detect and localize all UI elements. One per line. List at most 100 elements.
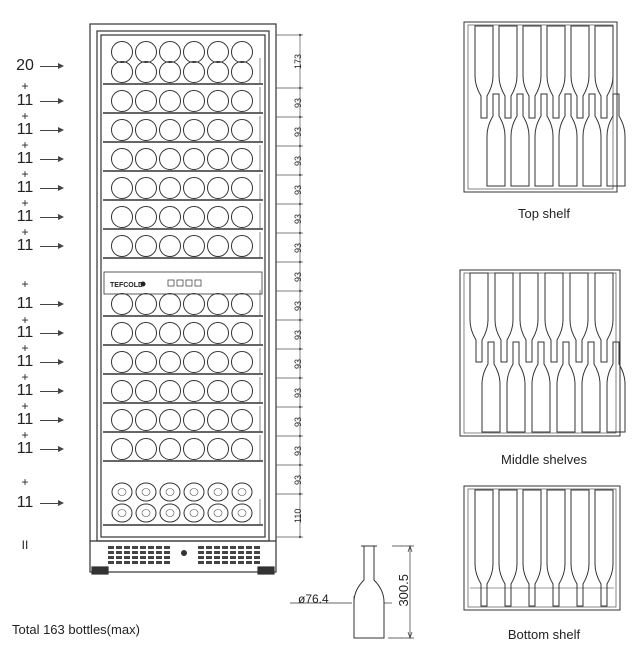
arrow-icon — [40, 156, 64, 162]
shelf-row — [103, 232, 263, 259]
bottle-base — [231, 380, 253, 402]
middle-shelves-caption: Middle shelves — [501, 452, 587, 467]
bottle-base — [159, 409, 181, 431]
bottle-base — [111, 61, 133, 83]
bottle-base — [231, 177, 253, 199]
dimension-value: 93 — [293, 329, 303, 340]
plus-sign: + — [21, 196, 29, 210]
capacity-count: II — [21, 538, 29, 552]
shelf-row — [103, 174, 263, 201]
shelf-row — [103, 290, 263, 317]
bottle-base — [159, 148, 181, 170]
plus-sign: + — [21, 370, 29, 384]
arrow-icon — [40, 127, 64, 133]
bottle-side-view — [594, 272, 614, 363]
bottle-base — [135, 380, 157, 402]
bottle-side-view — [531, 341, 551, 433]
plus-sign: + — [21, 277, 29, 291]
bottle-base — [183, 206, 205, 228]
control-panel: TEFCOLD — [103, 271, 263, 295]
bottle-side-view — [594, 25, 614, 119]
bottle-side-view — [582, 93, 602, 187]
bottle-base — [159, 235, 181, 257]
shelf-row — [103, 319, 263, 346]
bottle-base — [207, 235, 229, 257]
bottle-side-view — [594, 489, 614, 607]
bottle-side-view — [581, 341, 601, 433]
bottle-base — [183, 438, 205, 460]
dimension-value: 93 — [293, 155, 303, 166]
bottle-side-view — [544, 272, 564, 363]
vent-grille — [108, 546, 260, 564]
bottle-base — [135, 482, 157, 502]
bottle-side-view — [494, 272, 514, 363]
bottle-side-view — [498, 489, 518, 607]
dimension-value: 93 — [293, 97, 303, 108]
bottle-base — [111, 293, 133, 315]
bottle-base — [231, 41, 253, 63]
bottle-side-view — [534, 93, 554, 187]
arrow-icon — [40, 500, 64, 506]
bottle-base — [183, 322, 205, 344]
arrow-icon — [40, 417, 64, 423]
arrow-icon — [40, 446, 64, 452]
shelf-row — [103, 406, 263, 433]
bottle-base — [135, 61, 157, 83]
bottle-base — [135, 41, 157, 63]
dimension-value: 93 — [293, 300, 303, 311]
bottle-base — [183, 41, 205, 63]
bottle-base — [207, 351, 229, 373]
bottle-base — [159, 438, 181, 460]
bottle-punt — [165, 509, 175, 517]
bottle-side-view — [558, 93, 578, 187]
capacity-count: 11 — [16, 382, 34, 399]
bottle-base — [207, 61, 229, 83]
top-shelf-diagram — [463, 21, 626, 193]
bottle-base — [135, 206, 157, 228]
bottle-punt — [165, 488, 175, 496]
bottle-base — [135, 293, 157, 315]
bottle-side-view — [510, 93, 530, 187]
dimension-value: 93 — [293, 387, 303, 398]
bottle-punt — [189, 509, 199, 517]
bottle-base — [159, 322, 181, 344]
bottle-base — [159, 482, 181, 502]
bottle-base — [231, 235, 253, 257]
bottle-base — [207, 293, 229, 315]
arrow-icon — [40, 98, 64, 104]
bottle-base — [183, 177, 205, 199]
dimension-value: 110 — [293, 508, 303, 523]
bottle-base — [135, 119, 157, 141]
bottle-base — [111, 90, 133, 112]
bottle-base — [183, 482, 205, 502]
arrow-icon — [40, 214, 64, 220]
bottle-base — [135, 148, 157, 170]
lock-icon — [181, 550, 187, 556]
bottle-base — [159, 380, 181, 402]
bottle-punt — [237, 509, 247, 517]
plus-sign: + — [21, 167, 29, 181]
cabinet — [89, 23, 277, 575]
dimension-lines — [276, 33, 303, 539]
bottle-base — [111, 119, 133, 141]
bottle-base — [135, 351, 157, 373]
bottom-shelf-caption: Bottom shelf — [507, 627, 581, 642]
shelf-row — [103, 377, 263, 404]
plus-sign: + — [21, 341, 29, 355]
bottle-diameter-label: ø76.4 — [298, 592, 329, 606]
bottle-base — [183, 293, 205, 315]
bottle-base — [207, 380, 229, 402]
bottle-base — [231, 206, 253, 228]
bottle-base — [183, 235, 205, 257]
bottle-base — [231, 409, 253, 431]
bottle-base — [183, 61, 205, 83]
dimension-value: 93 — [293, 184, 303, 195]
bottle-base — [111, 206, 133, 228]
bottle-base — [159, 206, 181, 228]
bottle-base — [183, 119, 205, 141]
bottle-punt — [237, 488, 247, 496]
bottle-punt — [213, 509, 223, 517]
bottle-base — [159, 61, 181, 83]
bottle-side-view — [522, 25, 542, 119]
